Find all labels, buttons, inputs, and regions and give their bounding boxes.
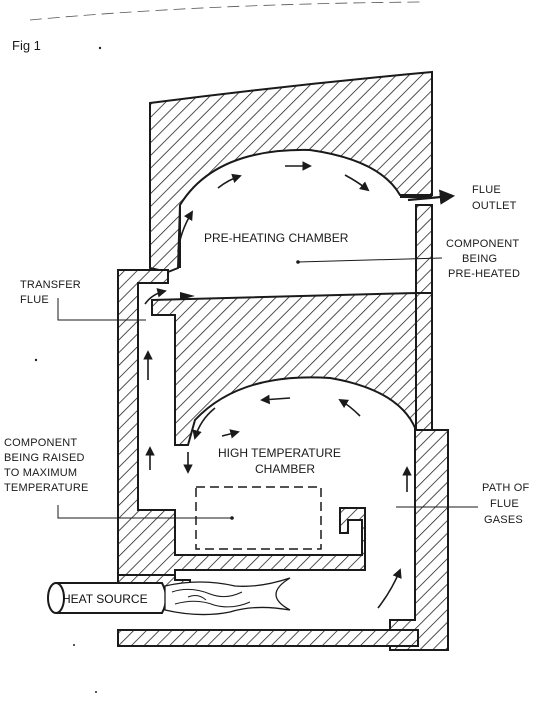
burner-tube-end [47,582,65,614]
leader-dot [230,516,234,520]
high-temp-chamber-label-1: HIGH TEMPERATURE [218,446,341,460]
lower-right-wall [389,429,449,651]
callout-raised-1: COMPONENT [4,437,77,449]
callout-transfer-flue-1: TRANSFER [20,279,81,291]
flow-arrow [192,407,216,440]
callout-raised-2: BEING RAISED [4,452,85,464]
preheat-wall-hatched [149,70,433,274]
flow-arrow [177,210,193,253]
heat-source-burner [47,577,291,616]
scan-edge-line [29,1,421,21]
flue-gas-path [143,161,456,609]
callout-transfer-flue-2: FLUE [20,294,49,306]
flow-arrow [377,568,402,609]
leader-dot [296,260,300,264]
flame-detail [171,588,251,608]
middle-divider-hatched [151,291,417,446]
scan-speck [34,358,38,362]
leader-line-raised [57,505,232,519]
flow-arrow [338,399,361,417]
scan-speck [98,46,102,50]
callout-preheated-3: PRE-HEATED [448,268,520,280]
callout-path-3: GASES [484,514,523,526]
callout-flue-outlet-1: FLUE [472,184,501,196]
scan-speck [95,691,97,693]
preheat-chamber-label: PRE-HEATING CHAMBER [204,231,349,245]
scan-speck [73,644,75,646]
figure-label: Fig 1 [12,38,41,53]
flow-arrow [260,394,291,405]
leader-line-transfer-flue [57,298,146,321]
high-temp-chamber-label-2: CHAMBER [255,462,315,476]
callout-raised-3: TO MAXIMUM [4,467,77,479]
callout-path-1: PATH OF [482,482,530,494]
outer-left-wall [117,269,366,576]
heat-source-label: HEAT SOURCE [62,592,148,606]
callout-path-2: FLUE [490,498,519,510]
flow-arrow [217,173,242,189]
flow-arrow [221,429,240,439]
callout-raised-4: TEMPERATURE [4,482,89,494]
flow-arrow [407,189,456,205]
callout-flue-outlet-2: OUTLET [472,200,517,212]
flow-arrow [144,288,167,305]
flow-arrow-head [180,292,195,300]
leader-line-preheated [297,257,443,263]
callout-preheated-2: BEING [462,253,497,265]
callout-preheated-1: COMPONENT [446,238,519,250]
flow-arrow [344,174,370,192]
preheat-right-wall [415,204,433,294]
floor-slab [117,629,419,647]
